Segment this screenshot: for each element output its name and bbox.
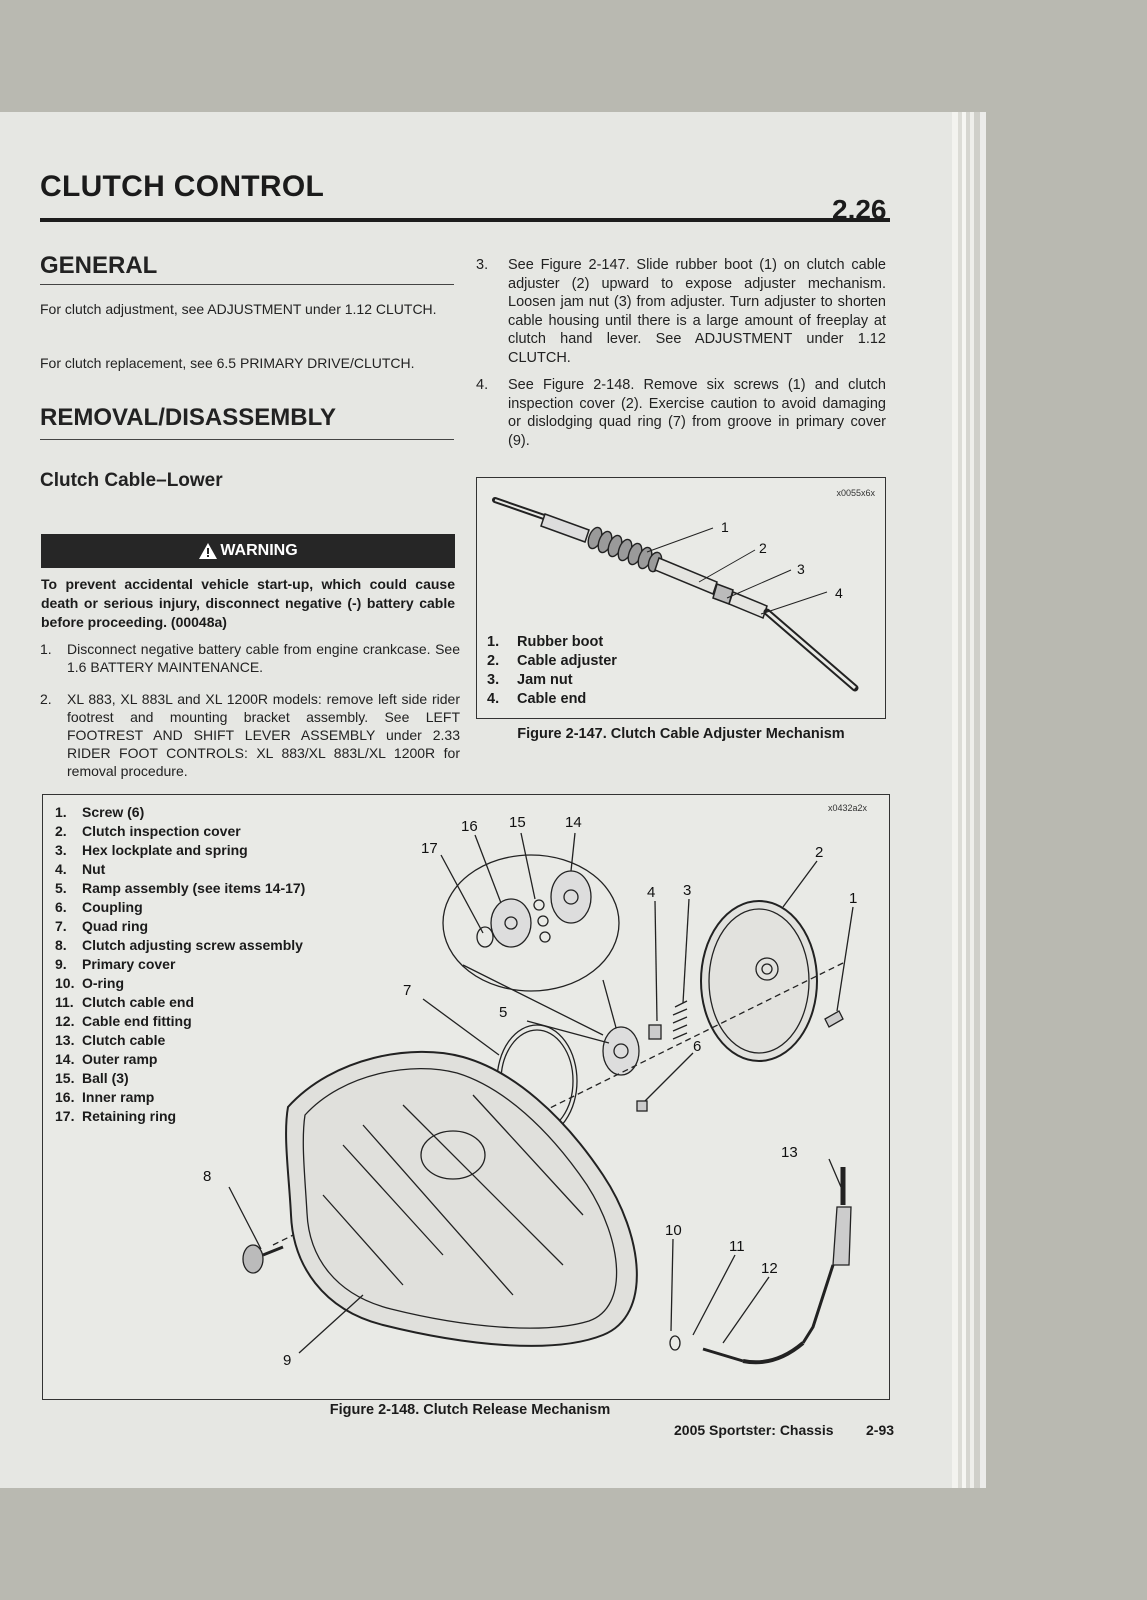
- legend-row: 1.Rubber boot: [487, 634, 604, 650]
- step-number: 2.: [40, 691, 52, 707]
- figure-147-box: x0055x6x: [476, 477, 886, 719]
- warning-label: WARNING: [220, 542, 298, 559]
- callout-8: 8: [203, 1168, 211, 1185]
- legend-row: 2.Cable adjuster: [487, 653, 617, 669]
- callout-1: 1: [721, 519, 729, 535]
- step-number: 4.: [476, 377, 489, 393]
- legend-row: 6.Coupling: [55, 899, 143, 915]
- step-4: 4. See Figure 2-148. Remove six screws (…: [476, 376, 886, 450]
- callout-1: 1: [849, 890, 857, 907]
- step-text: Disconnect negative battery cable from e…: [67, 641, 460, 675]
- general-para-2: For clutch replacement, see 6.5 PRIMARY …: [40, 355, 415, 371]
- legend-row: 3.Jam nut: [487, 672, 573, 688]
- legend-row: 1.Screw (6): [55, 804, 145, 820]
- legend-row: 14.Outer ramp: [55, 1051, 158, 1067]
- step-text: See Figure 2-148. Remove six screws (1) …: [508, 377, 886, 449]
- warning-bar: WARNING: [41, 534, 455, 568]
- legend-row: 15.Ball (3): [55, 1070, 129, 1086]
- step-text: XL 883, XL 883L and XL 1200R models: rem…: [67, 691, 460, 779]
- callout-13: 13: [781, 1144, 798, 1161]
- figure-147-legend: 1.Rubber boot 2.Cable adjuster 3.Jam nut…: [487, 633, 617, 709]
- page-title: CLUTCH CONTROL: [40, 170, 325, 203]
- figure-148-box: x0432a2x: [42, 794, 890, 1400]
- callout-11: 11: [729, 1238, 745, 1255]
- legend-row: 5.Ramp assembly (see items 14-17): [55, 880, 306, 896]
- callout-6: 6: [693, 1038, 701, 1055]
- legend-row: 13.Clutch cable: [55, 1032, 166, 1048]
- footer-page-number: 2-93: [866, 1422, 895, 1438]
- figure-147-caption: Figure 2-147. Clutch Cable Adjuster Mech…: [517, 726, 845, 742]
- cable-adjuster-illustration: 1 2 3 4: [492, 497, 859, 692]
- removal-subheading: Clutch Cable–Lower: [40, 470, 223, 491]
- legend-row: 2.Clutch inspection cover: [55, 823, 241, 839]
- warning-text: To prevent accidental vehicle start-up, …: [41, 576, 455, 630]
- callout-4: 4: [835, 585, 843, 601]
- callout-3: 3: [683, 882, 691, 899]
- general-para-1: For clutch adjustment, see ADJUSTMENT un…: [40, 301, 437, 317]
- general-heading: GENERAL: [40, 252, 158, 279]
- callout-2: 2: [759, 540, 767, 556]
- figure-148-code: x0432a2x: [827, 803, 867, 813]
- step-3: 3. See Figure 2-147. Slide rubber boot (…: [476, 256, 886, 367]
- removal-heading: REMOVAL/DISASSEMBLY: [40, 404, 337, 431]
- removal-rule: [40, 439, 454, 440]
- callout-3: 3: [797, 561, 805, 577]
- legend-row: 17.Retaining ring: [55, 1108, 177, 1124]
- legend-row: 7.Quad ring: [55, 918, 149, 934]
- callout-17: 17: [421, 840, 438, 857]
- step-number: 3.: [476, 257, 489, 273]
- figure-148-legend: 1.Screw (6) 2.Clutch inspection cover 3.…: [55, 803, 305, 1126]
- legend-row: 9.Primary cover: [55, 956, 176, 972]
- step-text: See Figure 2-147. Slide rubber boot (1) …: [508, 257, 886, 366]
- legend-row: 4.Nut: [55, 861, 106, 877]
- callout-10: 10: [665, 1222, 682, 1239]
- step-1: 1. Disconnect negative battery cable fro…: [40, 640, 460, 676]
- callout-14: 14: [565, 814, 582, 831]
- callout-5: 5: [499, 1004, 507, 1021]
- legend-row: 3.Hex lockplate and spring: [55, 842, 248, 858]
- legend-row: 11.Clutch cable end: [55, 994, 195, 1010]
- legend-row: 16.Inner ramp: [55, 1089, 155, 1105]
- clutch-release-illustration: 1 2 3 4 5 6 7 8 9 10 11 12 13 14 15 16 1…: [203, 814, 857, 1369]
- manual-page: CLUTCH CONTROL 2. 2 6 GENERAL For clutch a…: [0, 112, 952, 1488]
- callout-2: 2: [815, 844, 823, 861]
- legend-row: 10.O-ring: [55, 975, 124, 991]
- callout-7: 7: [403, 982, 411, 999]
- callout-9: 9: [283, 1352, 291, 1369]
- callout-16: 16: [461, 818, 478, 835]
- warning-triangle-icon: [199, 543, 218, 559]
- callout-12: 12: [761, 1260, 778, 1277]
- callout-4: 4: [647, 884, 655, 901]
- step-2: 2. XL 883, XL 883L and XL 1200R models: …: [40, 690, 460, 780]
- legend-row: 4.Cable end: [487, 691, 587, 707]
- step-number: 1.: [40, 641, 52, 657]
- legend-row: 12.Cable end fitting: [55, 1013, 192, 1029]
- footer-book-title: 2005 Sportster: Chassis: [674, 1422, 834, 1438]
- title-rule: [40, 218, 890, 222]
- callout-15: 15: [509, 814, 526, 831]
- general-rule: [40, 284, 454, 285]
- legend-row: 8.Clutch adjusting screw assembly: [55, 937, 303, 953]
- figure-147-code: x0055x6x: [836, 488, 875, 498]
- figure-148-caption: Figure 2-148. Clutch Release Mechanism: [329, 1402, 611, 1418]
